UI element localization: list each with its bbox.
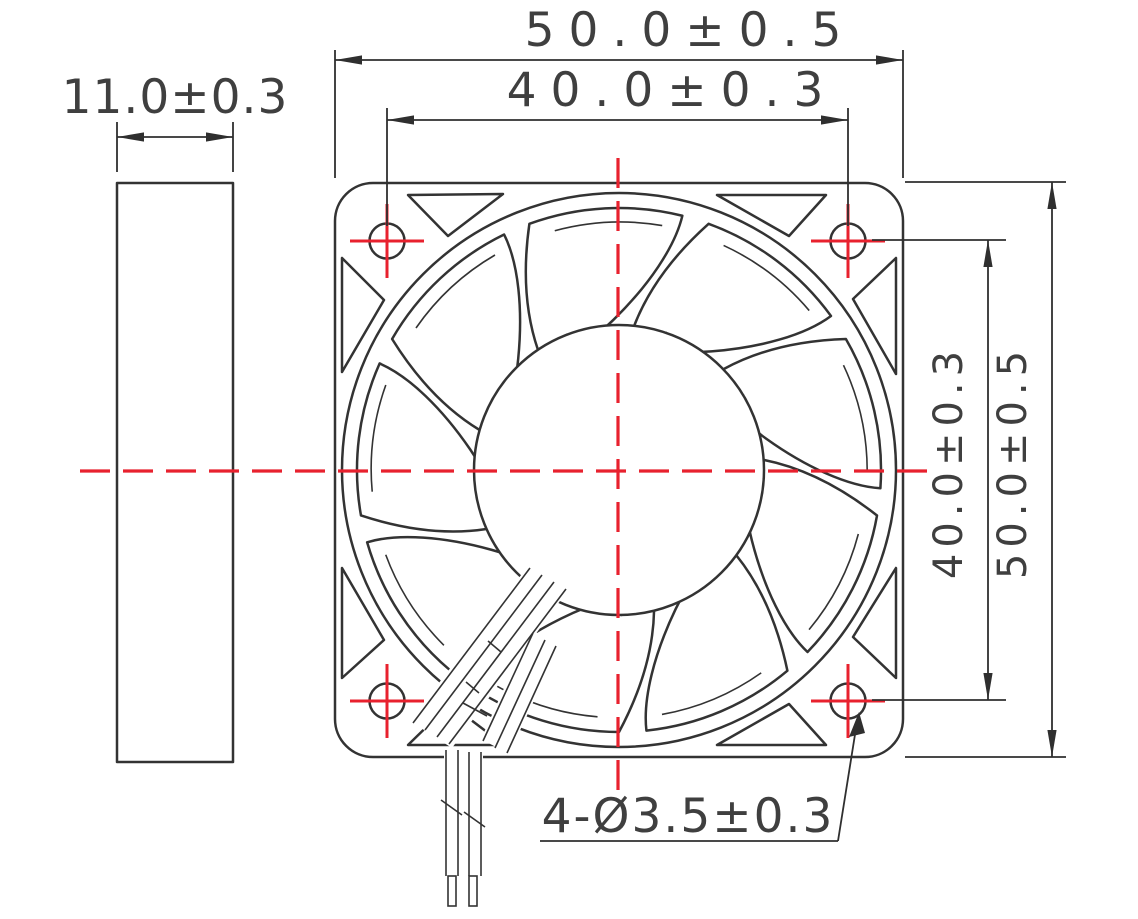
dim-hole-pitch-width-text: 40.0±0.3 <box>507 63 838 118</box>
corner-vent-cutouts <box>340 192 898 747</box>
dim-hole-pitch-width: 40.0±0.3 <box>386 63 849 226</box>
leader-line <box>837 721 858 842</box>
dim-outer-width: 50.0±0.5 <box>334 3 904 178</box>
dim-outer-height-text: 50.0±0.5 <box>990 345 1036 579</box>
dim-side-thickness-text: 11.0±0.3 <box>62 70 289 125</box>
dim-mounting-holes: 4-Ø3.5±0.3 <box>540 712 865 844</box>
dim-outer-width-text: 50.0±0.5 <box>525 3 856 58</box>
dim-outer-height: 50.0±0.5 <box>905 181 1066 758</box>
dim-hole-pitch-height-text: 40.0±0.3 <box>926 345 972 579</box>
wire-right <box>463 752 486 907</box>
dim-mounting-holes-text: 4-Ø3.5±0.3 <box>542 789 835 844</box>
dim-side-thickness: 11.0±0.3 <box>62 70 289 172</box>
dim-hole-pitch-height: 40.0±0.3 <box>872 239 1006 701</box>
leader-arrowhead <box>849 712 865 737</box>
wire-left <box>440 750 463 907</box>
dimensions: 11.0±0.3 50.0±0.5 40.0±0.3 40.0±0.3 <box>62 3 1066 844</box>
mounting-hole-bottom-left <box>350 664 424 738</box>
wire-bundle <box>412 567 567 754</box>
mounting-hole-bottom-right <box>811 664 885 738</box>
lead-wires <box>410 566 568 907</box>
